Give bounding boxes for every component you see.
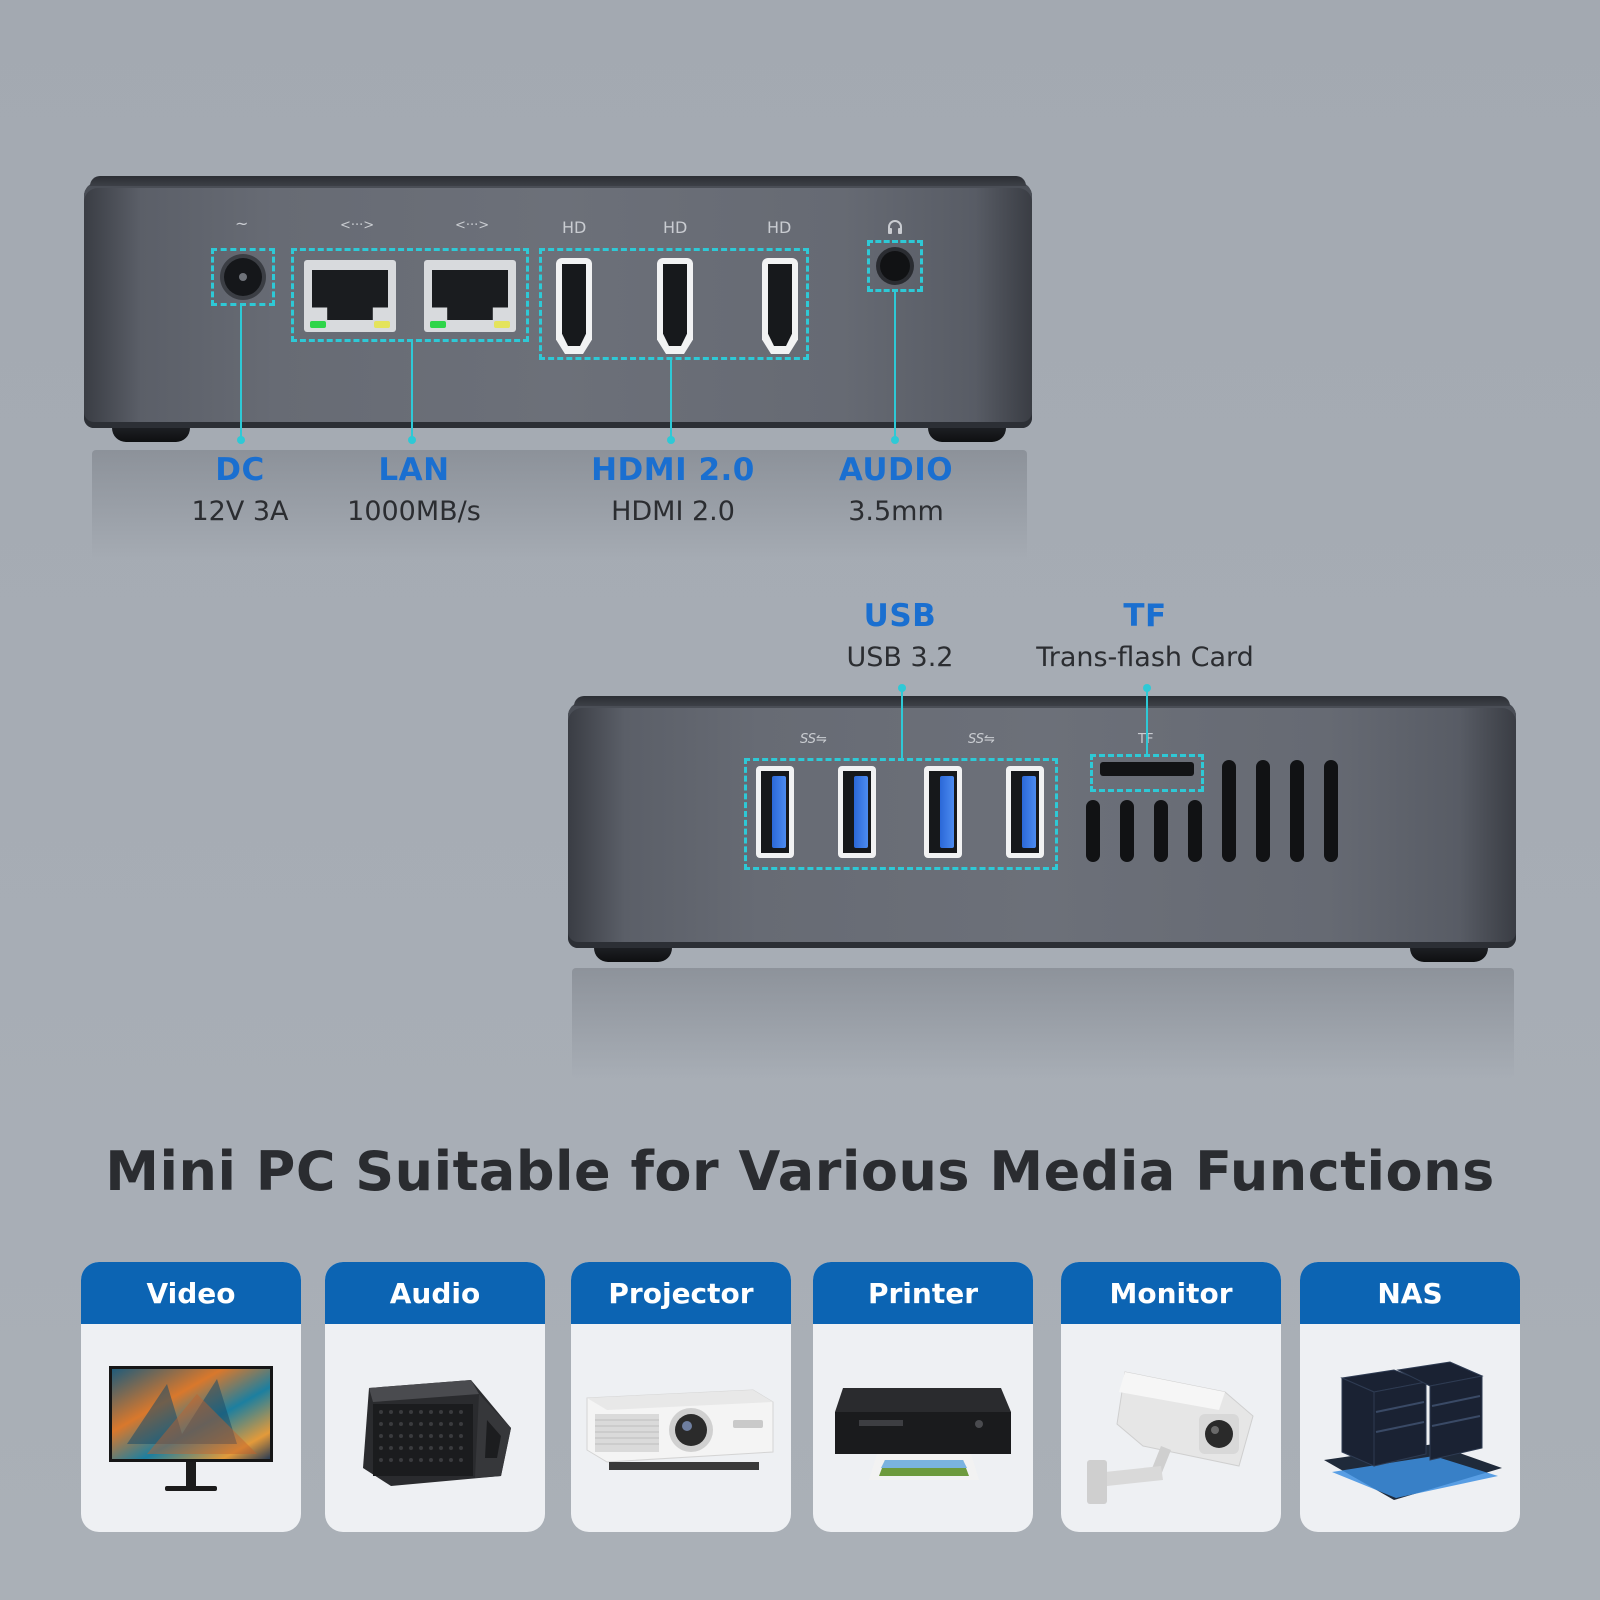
projector-icon [586,1389,774,1470]
monitor-icon [109,1366,273,1491]
device-foot-right [928,428,1006,442]
audio-spec: 3.5mm [848,496,944,527]
card-printer: Printer [813,1262,1033,1532]
hdmi-symbol-icon: HD [663,218,688,237]
lan-symbol-icon: <···> [455,218,490,233]
usb-spec: USB 3.2 [846,642,954,673]
audio-callout-dot [891,436,899,444]
card-label: Monitor [1061,1262,1281,1324]
hdmi-port-3 [762,258,798,354]
tf-card-slot [1100,762,1194,776]
hdmi-symbol-icon: HD [562,218,587,237]
tf-spec: Trans-flash Card [1036,642,1254,673]
audio-label: AUDIO [838,452,954,488]
card-monitor: Monitor [1061,1262,1281,1532]
usb-port-4 [1006,766,1044,858]
hdmi-port-1 [556,258,592,354]
audio-callout-box [867,240,923,292]
usb-callout-dot [898,684,906,692]
hdmi-callout-dot [667,436,675,444]
vent-slot [1120,800,1134,862]
hdmi-symbol-icon: HD [767,218,792,237]
usb-port-2 [838,766,876,858]
vent-slot [1188,800,1202,862]
lan-spec: 1000MB/s [347,496,481,527]
card-label: Printer [813,1262,1033,1324]
device-foot-left [594,948,672,962]
hdmi-label: HDMI 2.0 [591,452,755,488]
lan-port-1 [304,260,396,332]
card-nas: NAS [1300,1262,1520,1532]
hdmi-callout-line [670,360,672,440]
top-device-reflection [92,450,1027,560]
usb-callout-box [744,758,1058,870]
lan-callout-line [411,342,413,440]
headphone-icon [888,220,902,234]
usb-port-1 [756,766,794,858]
printer-icon [835,1388,1011,1480]
device-foot-left [112,428,190,442]
card-label: Projector [571,1262,791,1324]
device-foot-right [1410,948,1488,962]
dc-symbol-icon: ~ [235,214,249,233]
dc-callout-dot [237,436,245,444]
card-label: NAS [1300,1262,1520,1324]
lan-symbol-icon: <···> [340,218,375,233]
tf-callout-dot [1143,684,1151,692]
lan-callout-dot [408,436,416,444]
hdmi-port-2 [657,258,693,354]
speaker-icon [363,1380,511,1486]
card-label: Video [81,1262,301,1324]
vent-slot [1154,800,1168,862]
tf-label: TF [1123,598,1167,634]
vent-slot [1290,760,1304,862]
vent-slot [1324,760,1338,862]
dc-callout-line [240,306,242,440]
nas-drives-icon [1324,1361,1502,1500]
usb-ss-symbol-icon: SS⇋ [800,732,827,747]
page-headline: Mini PC Suitable for Various Media Funct… [105,1140,1495,1203]
lan-port-2 [424,260,516,332]
usb-ss-symbol-icon: SS⇋ [968,732,995,747]
hdmi-spec: HDMI 2.0 [611,496,735,527]
tf-symbol-icon: TF [1138,732,1153,747]
card-label: Audio [325,1262,545,1324]
lan-label: LAN [378,452,450,488]
bottom-device-reflection [572,968,1514,1078]
tf-callout-box [1090,754,1204,792]
vent-slot [1222,760,1236,862]
hdmi-callout-box [539,248,809,360]
vent-slot [1256,760,1270,862]
audio-callout-line [894,292,896,440]
dc-power-jack [224,258,262,296]
dc-callout-box [211,248,275,306]
dc-spec: 12V 3A [191,496,289,527]
card-audio: Audio [325,1262,545,1532]
usb-callout-line [901,688,903,758]
security-camera-icon [1087,1371,1254,1504]
usb-label: USB [863,598,937,634]
audio-jack [880,251,910,281]
vent-slot [1086,800,1100,862]
card-video: Video [81,1262,301,1532]
usb-port-3 [924,766,962,858]
tf-callout-line [1146,688,1148,754]
card-projector: Projector [571,1262,791,1532]
lan-callout-box [291,248,529,342]
dc-label: DC [215,452,265,488]
